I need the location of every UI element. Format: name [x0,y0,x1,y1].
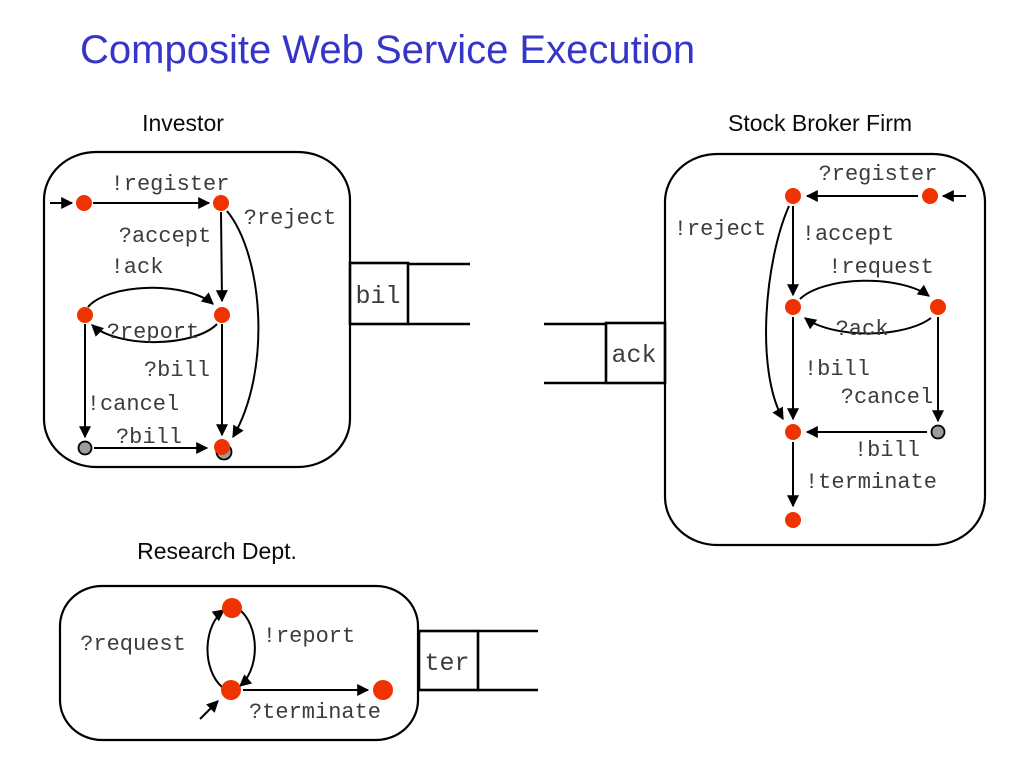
research-boundary [58,584,420,742]
stock-edge-request [799,279,930,300]
machine-investor: Investor !register ?accept !ack ?reject … [42,110,352,469]
channel-bil: bil [348,261,470,326]
machine-title-investor: Investor [142,110,224,136]
channel-ter-label: ter [424,649,469,678]
stock-label-ack: ?ack [836,317,889,342]
investor-edge-ack [87,286,214,308]
investor-state-cancelled [77,440,93,456]
investor-state-end [214,439,230,455]
investor-label-ack: !ack [111,255,164,280]
channel-ter-box [417,629,480,692]
machine-research: Research Dept. ?request !report ?termina… [58,538,420,742]
stock-state-cancelled [930,424,946,440]
investor-state-initial [76,195,92,211]
machine-title-research: Research Dept. [137,538,297,564]
stock-label-cancel: ?cancel [841,385,933,410]
channel-ter: ter [417,629,538,692]
stock-state-initial [922,188,938,204]
research-label-request: ?request [80,632,186,657]
stock-label-reject: !reject [674,217,766,242]
investor-edge-reject [226,210,260,439]
stock-state-billing [785,424,801,440]
channel-bil-label: bil [355,282,400,311]
channel-bil-box [348,261,410,326]
research-initial-arrow [199,700,219,720]
investor-label-cancel: !cancel [87,392,179,417]
investor-state-active-right [214,307,230,323]
channel-ack-queue-lines [544,322,606,385]
stock-label-accept: !accept [802,222,894,247]
channel-ack-label: ack [611,341,656,370]
stock-state-terminated [785,512,801,528]
stock-broker-boundary [663,152,987,547]
stock-state-active-right [930,299,946,315]
stock-label-bill-upper: !bill [804,357,870,382]
research-state-working [222,598,242,618]
investor-state-active-left [77,307,93,323]
stock-state-active-left [785,299,801,315]
research-edge-request [206,609,225,688]
slide-title: Composite Web Service Execution [80,28,695,72]
stock-state-registered [785,188,801,204]
research-state-terminated [373,680,393,700]
research-state-idle [221,680,241,700]
investor-label-register: !register [111,172,230,197]
machine-stock-broker: Stock Broker Firm ?register !reject !acc… [663,110,987,547]
investor-edge-accept [215,211,228,303]
research-edge-report [239,609,256,687]
investor-label-bill-right: ?bill [144,358,210,383]
investor-state-registered [213,195,229,211]
research-label-report: !report [263,624,355,649]
investor-edge-report [91,323,218,344]
stock-label-request: !request [828,255,934,280]
stock-label-terminate: !terminate [805,470,937,495]
investor-label-report: ?report [107,320,199,345]
investor-label-bill-bottom: ?bill [116,425,182,450]
stock-label-register: ?register [819,162,938,187]
stock-label-bill-lower: !bill [854,438,920,463]
investor-label-accept: ?accept [119,224,211,249]
stock-edge-reject [765,205,790,421]
research-label-terminate: ?terminate [249,700,381,725]
investor-label-reject: ?reject [244,206,336,231]
stock-edge-ack [804,317,932,335]
channel-ack: ack [544,321,667,385]
channel-ter-queue-lines [478,629,538,692]
channel-bil-queue-lines [408,262,470,326]
machine-title-stock-broker: Stock Broker Firm [728,110,912,136]
